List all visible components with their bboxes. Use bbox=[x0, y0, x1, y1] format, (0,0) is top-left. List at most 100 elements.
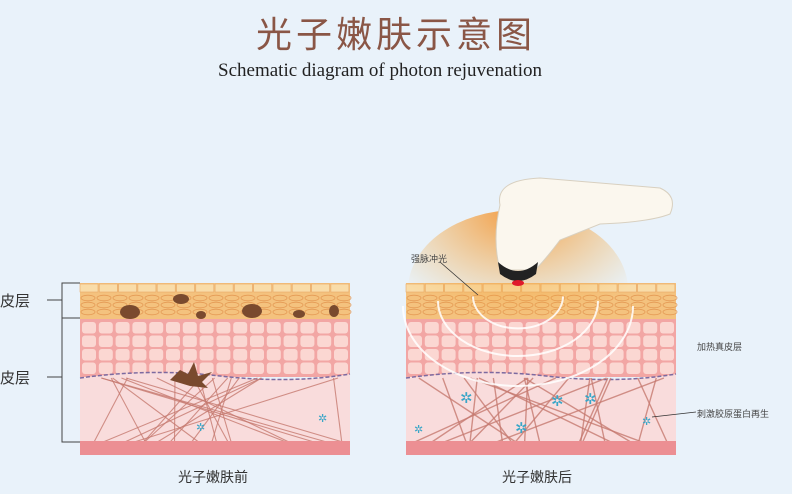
basal-cell bbox=[266, 335, 281, 347]
collagen-leader-line bbox=[651, 411, 697, 418]
basal-cell bbox=[643, 335, 658, 347]
basal-cell bbox=[250, 349, 264, 361]
basal-cell bbox=[199, 349, 214, 361]
basal-cell bbox=[250, 362, 264, 374]
collagen-fiber bbox=[429, 377, 528, 444]
surface-cell bbox=[99, 283, 118, 293]
collagen-fiber bbox=[93, 377, 129, 444]
subcutaneous-band bbox=[406, 441, 676, 455]
epidermis-cell bbox=[160, 301, 176, 309]
basal-cell bbox=[643, 322, 658, 334]
epidermis-cell bbox=[272, 308, 288, 316]
basal-cell bbox=[334, 362, 348, 374]
page-title: 光子嫩肤示意图 bbox=[255, 15, 536, 56]
device-tip bbox=[498, 262, 538, 281]
basal-cell bbox=[334, 322, 348, 334]
epidermis-cell bbox=[336, 294, 352, 302]
epidermis-cell bbox=[288, 301, 304, 309]
dermis-label: 皮层 bbox=[0, 369, 31, 387]
basal-cell bbox=[115, 335, 130, 347]
epidermis-cell bbox=[144, 301, 160, 309]
collagen-fiber bbox=[121, 377, 289, 444]
dermis-layer bbox=[80, 372, 350, 444]
basal-cell bbox=[300, 362, 315, 374]
surface-cell bbox=[156, 283, 176, 293]
basal-cell bbox=[132, 362, 147, 374]
basal-cell bbox=[199, 335, 214, 347]
layer-bracket bbox=[61, 282, 80, 443]
collagen-fiber bbox=[478, 377, 614, 444]
epidermis-cell bbox=[646, 294, 662, 302]
surface-cell bbox=[118, 283, 137, 293]
fibroblast-icon: ✲ bbox=[196, 421, 205, 434]
before-skin-panel bbox=[79, 283, 352, 455]
epidermis-cell bbox=[80, 294, 96, 302]
pigment-spot bbox=[293, 310, 305, 318]
collagen-fiber bbox=[441, 377, 607, 444]
basal-cell bbox=[115, 349, 130, 361]
basal-cell bbox=[643, 362, 658, 374]
epidermis-cell bbox=[144, 294, 160, 302]
basal-cell bbox=[166, 362, 180, 374]
fibroblast-icon: ✲ bbox=[551, 392, 564, 410]
epidermis-cell bbox=[272, 294, 288, 302]
basal-cell bbox=[626, 349, 641, 361]
basal-cell bbox=[82, 322, 96, 334]
epidermis-cell bbox=[630, 301, 646, 309]
epidermis-cell bbox=[256, 294, 272, 302]
collagen-fiber bbox=[492, 377, 504, 444]
basal-cell bbox=[98, 349, 113, 361]
epidermis-cell bbox=[96, 301, 112, 309]
light-wave bbox=[402, 305, 634, 387]
melanocyte-cluster bbox=[170, 362, 212, 388]
basal-cell bbox=[300, 322, 315, 334]
device-light bbox=[512, 280, 524, 286]
basal-cell bbox=[266, 322, 281, 334]
basal-cell bbox=[115, 322, 130, 334]
pigment-spot bbox=[196, 311, 206, 319]
collagen-fiber bbox=[637, 377, 657, 444]
collagen-fiber bbox=[469, 377, 534, 444]
basal-cell bbox=[82, 362, 96, 374]
collagen-fiber bbox=[469, 377, 478, 444]
collagen-fiber bbox=[142, 377, 201, 444]
basal-cell bbox=[317, 362, 332, 374]
basal-cell bbox=[199, 362, 214, 374]
basal-cell bbox=[317, 349, 332, 361]
basal-cell bbox=[660, 335, 674, 347]
basal-cell bbox=[334, 349, 348, 361]
basal-cell bbox=[283, 362, 298, 374]
epidermis-cell bbox=[80, 301, 96, 309]
after-caption: 光子嫩肤后 bbox=[502, 470, 572, 486]
basal-cell bbox=[626, 362, 641, 374]
collagen-fiber bbox=[192, 377, 230, 444]
fibroblast-icon: ✲ bbox=[515, 419, 528, 437]
heat-dermis-label: 加热真皮层 bbox=[697, 343, 743, 353]
epidermis-cell bbox=[96, 308, 112, 316]
basal-cell bbox=[132, 335, 147, 347]
basal-cell bbox=[458, 362, 473, 374]
basal-cell bbox=[408, 362, 422, 374]
basal-cell bbox=[149, 322, 164, 334]
basal-cell bbox=[424, 362, 439, 374]
collagen-fiber bbox=[412, 377, 557, 444]
fibroblast-icon: ✲ bbox=[460, 389, 473, 407]
epidermis-cell bbox=[208, 301, 224, 309]
basal-cell bbox=[182, 349, 197, 361]
basal-cell bbox=[199, 322, 214, 334]
collagen-fiber bbox=[590, 377, 606, 444]
basal-cell bbox=[408, 322, 422, 334]
epidermis-cell bbox=[224, 301, 240, 309]
basal-cell bbox=[660, 349, 674, 361]
basement-membrane bbox=[405, 371, 677, 381]
epidermis-cell bbox=[144, 308, 160, 316]
pigment-spot bbox=[173, 294, 189, 304]
epidermis-cell bbox=[96, 294, 112, 302]
collagen-fiber bbox=[125, 377, 347, 444]
collagen-fiber bbox=[524, 377, 633, 444]
collagen-fiber bbox=[168, 377, 229, 444]
surface-cell bbox=[137, 283, 157, 293]
pigment-spot bbox=[329, 305, 339, 317]
fibroblast-icon: ✲ bbox=[584, 390, 597, 408]
light-wave bbox=[472, 296, 564, 330]
